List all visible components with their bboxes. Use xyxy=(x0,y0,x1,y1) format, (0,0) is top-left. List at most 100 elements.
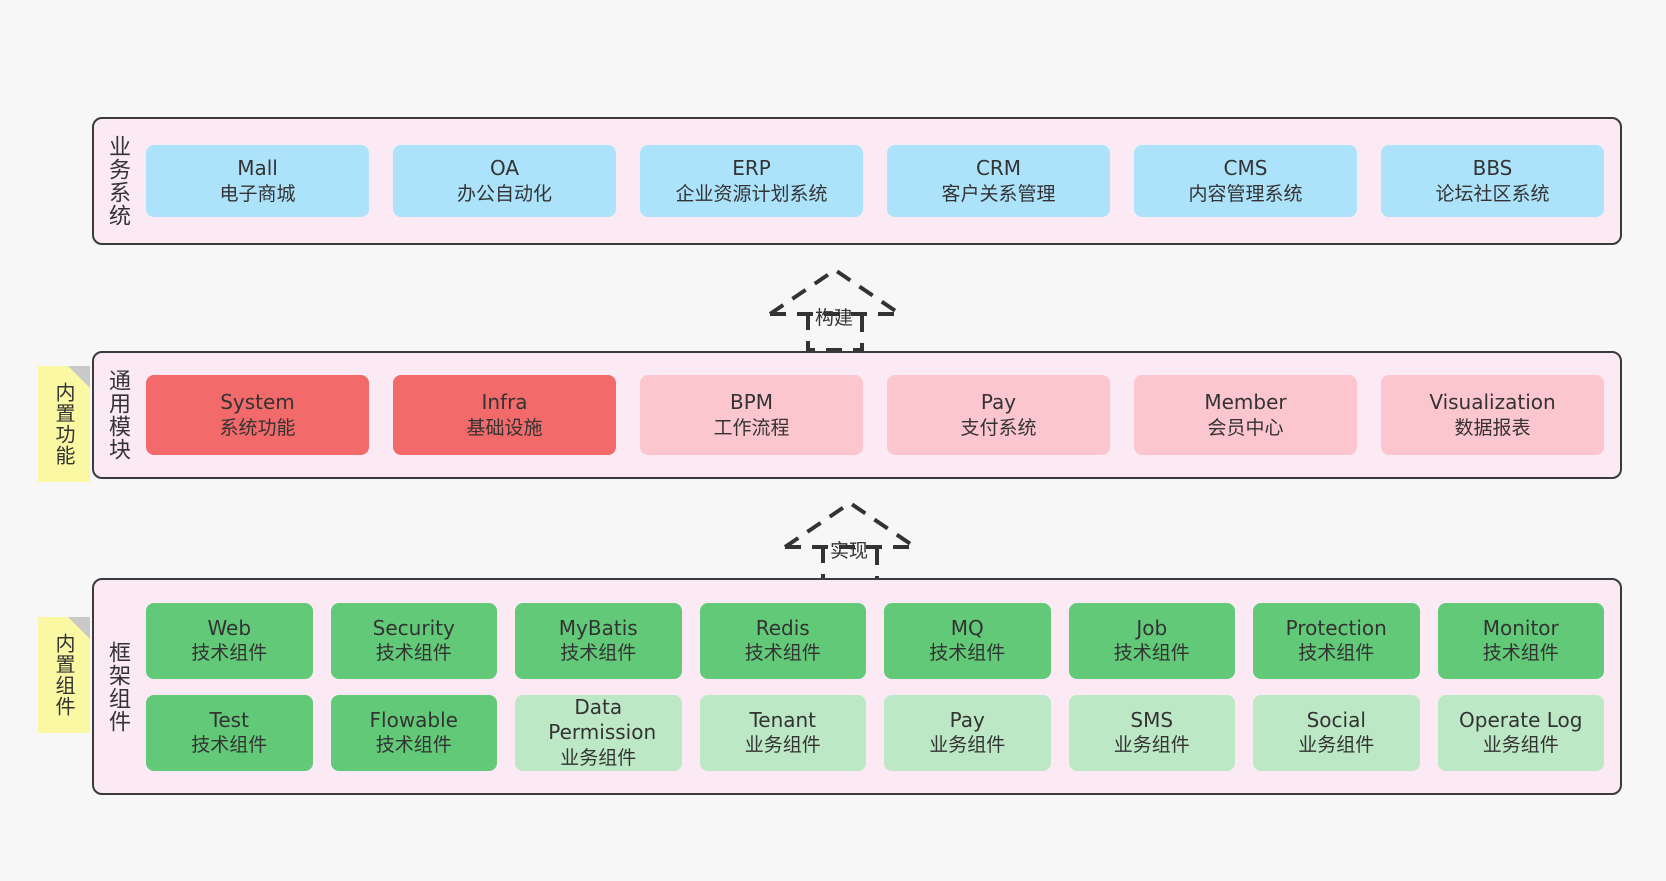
module-row: Mall 电子商城 OA 办公自动化 ERP 企业资源计划系统 CRM 客户关系… xyxy=(146,145,1604,217)
module-title: Job xyxy=(1136,615,1168,640)
module-title: Infra xyxy=(481,390,528,415)
module-title: Flowable xyxy=(369,707,458,732)
module-infra[interactable]: Infra 基础设施 xyxy=(393,375,616,455)
module-test[interactable]: Test 技术组件 xyxy=(146,694,313,771)
module-subtitle: 客户关系管理 xyxy=(941,182,1056,205)
layer-title-business-system: 业务系统 xyxy=(104,135,130,227)
module-title: MQ xyxy=(950,615,984,640)
module-title: CRM xyxy=(975,156,1022,181)
module-bbs[interactable]: BBS 论坛社区系统 xyxy=(1381,145,1604,217)
module-title: Social xyxy=(1306,707,1366,732)
module-subtitle: 基础设施 xyxy=(466,416,543,439)
module-title: BBS xyxy=(1472,156,1513,181)
module-subtitle: 技术组件 xyxy=(929,642,1006,665)
module-job[interactable]: Job 技术组件 xyxy=(1068,602,1235,679)
module-operate-log[interactable]: Operate Log 业务组件 xyxy=(1437,694,1604,771)
module-erp[interactable]: ERP 企业资源计划系统 xyxy=(640,145,863,217)
module-subtitle: 数据报表 xyxy=(1454,416,1531,439)
module-subtitle: 业务组件 xyxy=(1298,734,1375,757)
module-visualization[interactable]: Visualization 数据报表 xyxy=(1381,375,1604,455)
module-subtitle: 技术组件 xyxy=(560,642,637,665)
module-title: Pay xyxy=(949,707,985,732)
module-member[interactable]: Member 会员中心 xyxy=(1134,375,1357,455)
module-title: Redis xyxy=(755,615,810,640)
module-web[interactable]: Web 技术组件 xyxy=(146,602,313,679)
module-crm[interactable]: CRM 客户关系管理 xyxy=(887,145,1110,217)
module-subtitle: 技术组件 xyxy=(191,642,268,665)
module-subtitle: 内容管理系统 xyxy=(1188,182,1303,205)
implement-arrow-label: 实现 xyxy=(830,540,869,562)
layer-framework-component: 框架组件 Web 技术组件 Security 技术组件 MyBatis 技术组件… xyxy=(92,578,1622,795)
module-subtitle: 技术组件 xyxy=(1482,642,1559,665)
layer-title-common-module: 通用模块 xyxy=(104,369,130,461)
module-sms[interactable]: SMS 业务组件 xyxy=(1068,694,1235,771)
module-subtitle: 电子商城 xyxy=(219,182,296,205)
module-title: Data Permission xyxy=(548,694,657,745)
module-protection[interactable]: Protection 技术组件 xyxy=(1253,602,1420,679)
module-subtitle: 技术组件 xyxy=(1298,642,1375,665)
module-subtitle: 企业资源计划系统 xyxy=(675,182,828,205)
module-mall[interactable]: Mall 电子商城 xyxy=(146,145,369,217)
note-text: 内置组件 xyxy=(52,633,76,717)
module-cms[interactable]: CMS 内容管理系统 xyxy=(1134,145,1357,217)
module-title: CMS xyxy=(1223,156,1268,181)
module-tenant[interactable]: Tenant 业务组件 xyxy=(699,694,866,771)
module-title: Operate Log xyxy=(1459,707,1583,732)
module-title: Web xyxy=(207,615,252,640)
layer-business-system: 业务系统 Mall 电子商城 OA 办公自动化 ERP 企业资源计划系统 CRM… xyxy=(92,117,1622,245)
module-mq[interactable]: MQ 技术组件 xyxy=(884,602,1051,679)
module-title: Protection xyxy=(1285,615,1387,640)
module-title: Test xyxy=(209,707,249,732)
module-subtitle: 技术组件 xyxy=(1113,642,1190,665)
module-title: OA xyxy=(489,156,520,181)
module-row: Test 技术组件 Flowable 技术组件 Data Permission … xyxy=(146,694,1604,771)
module-title: SMS xyxy=(1130,707,1174,732)
layer-body-framework-component: Web 技术组件 Security 技术组件 MyBatis 技术组件 Redi… xyxy=(140,580,1620,793)
module-redis[interactable]: Redis 技术组件 xyxy=(699,602,866,679)
module-title: Security xyxy=(372,615,455,640)
layer-body-common-module: System 系统功能 Infra 基础设施 BPM 工作流程 Pay 支付系统… xyxy=(140,353,1620,477)
layer-common-module: 通用模块 System 系统功能 Infra 基础设施 BPM 工作流程 Pay… xyxy=(92,351,1622,479)
module-subtitle: 会员中心 xyxy=(1207,416,1284,439)
build-arrow: 构建 xyxy=(760,262,910,352)
module-subtitle: 技术组件 xyxy=(744,642,821,665)
module-subtitle: 论坛社区系统 xyxy=(1435,182,1550,205)
module-subtitle: 业务组件 xyxy=(1482,734,1559,757)
module-title: MyBatis xyxy=(558,615,638,640)
module-subtitle: 工作流程 xyxy=(713,416,790,439)
build-arrow-label: 构建 xyxy=(815,307,854,329)
module-title: Member xyxy=(1204,390,1287,415)
module-subtitle: 技术组件 xyxy=(191,734,268,757)
note-fold-corner-icon xyxy=(68,617,90,639)
module-bpm[interactable]: BPM 工作流程 xyxy=(640,375,863,455)
module-subtitle: 业务组件 xyxy=(929,734,1006,757)
module-title: System xyxy=(220,390,295,415)
module-pay-component[interactable]: Pay 业务组件 xyxy=(884,694,1051,771)
module-title: Visualization xyxy=(1429,390,1556,415)
module-title: BPM xyxy=(729,390,774,415)
module-social[interactable]: Social 业务组件 xyxy=(1253,694,1420,771)
module-subtitle: 支付系统 xyxy=(960,416,1037,439)
module-mybatis[interactable]: MyBatis 技术组件 xyxy=(515,602,682,679)
module-title: Tenant xyxy=(749,707,817,732)
module-monitor[interactable]: Monitor 技术组件 xyxy=(1437,602,1604,679)
implement-arrow: 实现 xyxy=(775,495,925,585)
module-title: Mall xyxy=(237,156,278,181)
builtin-function-note: 内置功能 xyxy=(38,366,90,482)
module-subtitle: 系统功能 xyxy=(219,416,296,439)
module-subtitle: 业务组件 xyxy=(1113,734,1190,757)
module-pay[interactable]: Pay 支付系统 xyxy=(887,375,1110,455)
builtin-component-note: 内置组件 xyxy=(38,617,90,733)
module-subtitle: 技术组件 xyxy=(375,734,452,757)
module-oa[interactable]: OA 办公自动化 xyxy=(393,145,616,217)
module-system[interactable]: System 系统功能 xyxy=(146,375,369,455)
module-title: Monitor xyxy=(1482,615,1559,640)
module-security[interactable]: Security 技术组件 xyxy=(330,602,497,679)
layer-body-business-system: Mall 电子商城 OA 办公自动化 ERP 企业资源计划系统 CRM 客户关系… xyxy=(140,119,1620,243)
module-subtitle: 业务组件 xyxy=(560,746,637,769)
module-row: System 系统功能 Infra 基础设施 BPM 工作流程 Pay 支付系统… xyxy=(146,375,1604,455)
module-data-permission[interactable]: Data Permission 业务组件 xyxy=(515,694,682,771)
module-flowable[interactable]: Flowable 技术组件 xyxy=(330,694,497,771)
layer-title-framework-component: 框架组件 xyxy=(104,640,130,733)
